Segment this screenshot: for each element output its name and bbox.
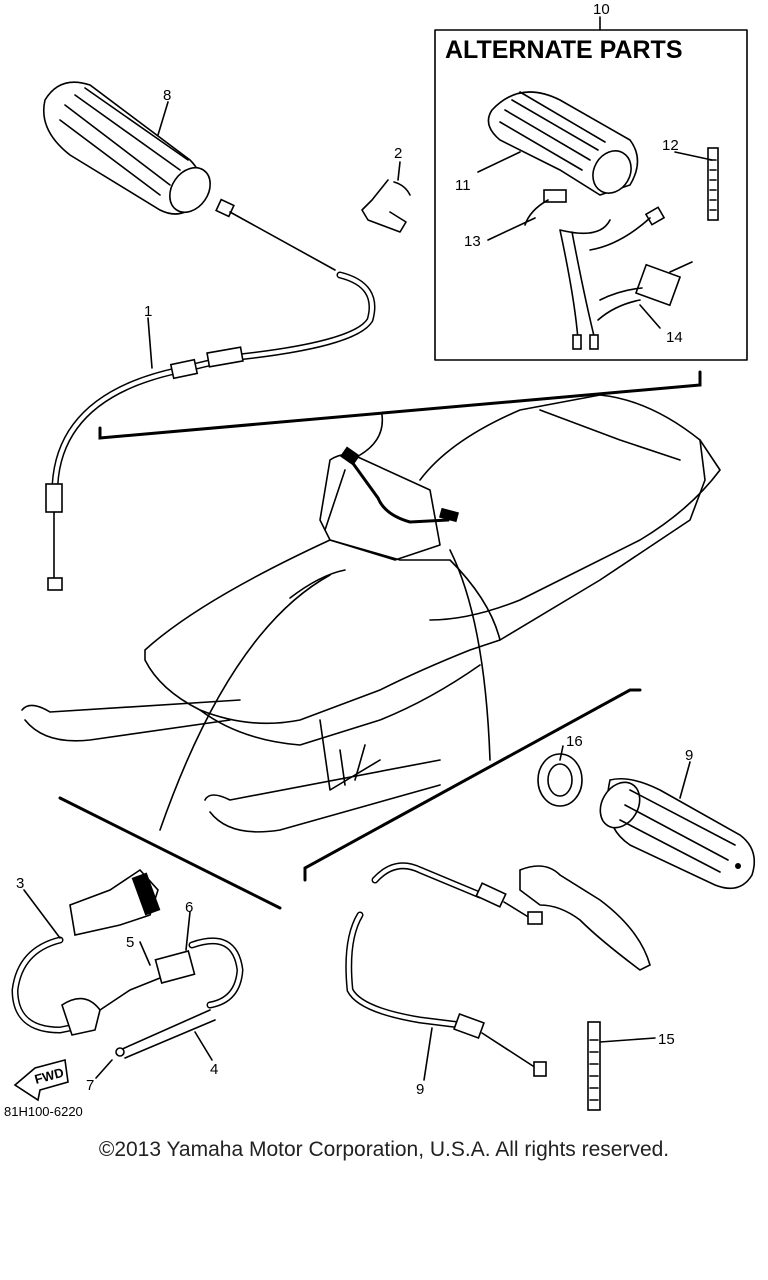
parts-diagram: ALTERNATE PARTS [4,1,756,1119]
callout-15: 13 [464,233,481,250]
callout-6: 6 [185,899,193,916]
callout-11: 16 [566,733,583,750]
callout-labels: 10 8 2 1 11 12 13 14 3 5 6 4 7 9 9 16 15… [4,1,693,1119]
callout-8: 9 [416,1081,424,1098]
clip-2 [361,179,411,233]
copyright-notice: ©2013 Yamaha Motor Corporation, U.S.A. A… [98,1138,670,1161]
callout-1: 1 [144,303,152,320]
callout-7: 7 [86,1077,94,1094]
callout-5: 5 [126,934,134,951]
brake-assembly-right [345,753,756,1111]
callout-9-top: 8 [163,87,171,104]
leader-lines [23,101,713,1081]
throttle-assembly-left [11,868,244,1059]
callout-13: 11 [455,177,471,194]
grip-9-top [43,81,211,215]
alternate-parts-title: ALTERNATE PARTS [445,36,683,64]
callout-16: 14 [666,329,683,346]
callout-12: 10 [593,1,610,18]
callout-10: 15 [658,1031,675,1048]
fwd-arrow: FWD [13,1058,69,1102]
snowmobile-body [21,394,721,833]
callout-14: 12 [662,137,679,154]
callout-9-right: 9 [685,747,693,764]
fwd-label: FWD [33,1065,65,1087]
cable-tie-14 [707,147,719,221]
callout-2: 2 [394,145,402,162]
callout-4: 4 [210,1061,218,1078]
wire-harness-15 [524,189,666,350]
heated-grip-13 [487,91,639,196]
throttle-cable-1 [45,198,376,591]
alternate-parts-box: ALTERNATE PARTS [434,16,748,361]
part-number: 81H100-6220 [4,1104,83,1119]
toggle-switch-16 [597,261,693,321]
callout-3: 3 [16,875,24,892]
